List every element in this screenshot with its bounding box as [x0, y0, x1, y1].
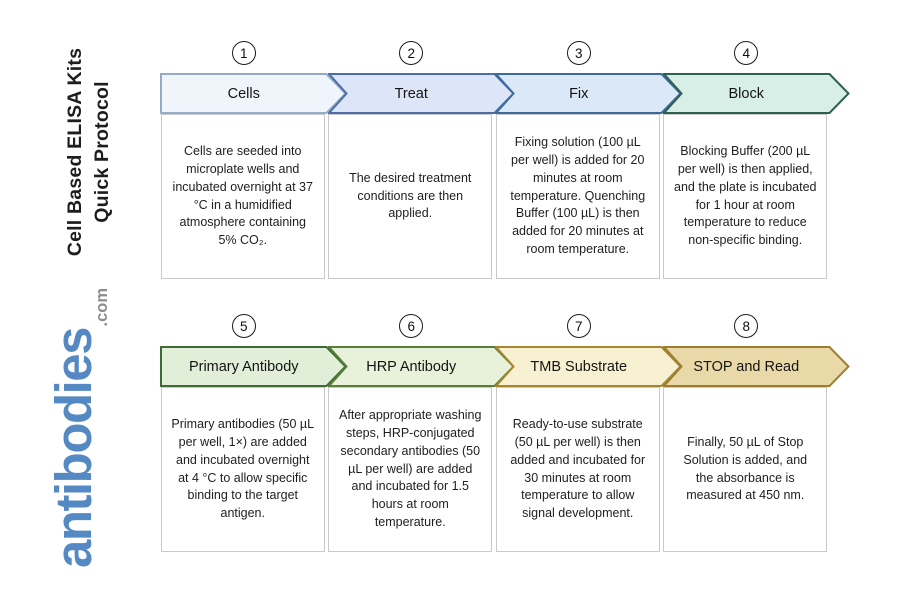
- step-arrow-shape: [495, 73, 682, 114]
- step-description: After appropriate washing steps, HRP-con…: [339, 408, 482, 529]
- step-number-badge: 2: [399, 41, 424, 65]
- step-description: The desired treatment conditions are the…: [349, 170, 472, 221]
- step-number: 4: [742, 45, 750, 61]
- page-title-line1: Cell Based ELISA Kits: [64, 47, 86, 257]
- page-title: Cell Based ELISA Kits Quick Protocol: [62, 32, 122, 272]
- step-arrow-shape: [160, 346, 347, 387]
- brand-logo-text: antibodies: [45, 327, 102, 568]
- step-arrow-shape: [662, 73, 850, 114]
- step-number-badge: 1: [231, 41, 256, 65]
- step-number-badge: 4: [734, 41, 759, 65]
- step-arrow-shape: [327, 346, 515, 387]
- step-2-treat: 2 Treat The desired treatment conditions…: [327, 41, 515, 281]
- step-4-block: 4 Block Blocking Buffer (200 µL per well…: [662, 41, 850, 281]
- step-description-box: Ready-to-use substrate (50 µL per well) …: [495, 387, 660, 552]
- step-description: Finally, 50 µL of Stop Solution is added…: [683, 435, 808, 503]
- step-description-box: Fixing solution (100 µL per well) is add…: [495, 114, 660, 279]
- arrow-polygon: [327, 346, 515, 387]
- step-arrow-shape: [160, 73, 347, 114]
- arrow-polygon: [662, 73, 850, 114]
- arrow-polygon: [495, 73, 682, 114]
- step-6-hrp-antibody: 6 HRP Antibody After appropriate washing…: [327, 314, 515, 554]
- step-number: 1: [239, 45, 248, 61]
- step-description: Primary antibodies (50 µL per well, 1×) …: [171, 417, 315, 520]
- step-number: 8: [742, 318, 750, 334]
- step-description-box: After appropriate washing steps, HRP-con…: [328, 387, 493, 552]
- step-arrow-shape: [662, 346, 850, 387]
- step-description: Cells are seeded into microplate wells a…: [172, 144, 313, 247]
- step-description-box: The desired treatment conditions are the…: [328, 114, 493, 279]
- step-number-badge: 3: [566, 41, 591, 65]
- step-number-badge: 5: [231, 314, 256, 338]
- arrow-polygon: [495, 346, 682, 387]
- step-description: Fixing solution (100 µL per well) is add…: [510, 135, 646, 256]
- step-5-primary-antibody: 5 Primary Antibody Primary antibodies (5…: [160, 314, 347, 554]
- step-number-badge: 7: [566, 314, 591, 338]
- page-title-line2: Quick Protocol: [91, 81, 114, 223]
- step-number: 3: [574, 45, 583, 61]
- step-8-stop-and-read: 8 STOP and Read Finally, 50 µL of Stop S…: [662, 314, 850, 554]
- protocol-row-2: 5 Primary Antibody Primary antibodies (5…: [160, 314, 866, 554]
- arrow-polygon: [160, 346, 347, 387]
- step-description-box: Finally, 50 µL of Stop Solution is added…: [663, 387, 828, 552]
- step-number: 2: [407, 45, 415, 61]
- protocol-row-1: 1 Cells Cells are seeded into microplate…: [160, 41, 866, 281]
- arrow-polygon: [160, 73, 347, 114]
- step-1-cells: 1 Cells Cells are seeded into microplate…: [160, 41, 347, 281]
- step-description-box: Blocking Buffer (200 µL per well) is the…: [663, 114, 828, 279]
- step-number: 6: [407, 318, 415, 334]
- step-arrow-shape: [327, 73, 515, 114]
- step-number: 7: [574, 318, 583, 334]
- step-number: 5: [239, 318, 248, 334]
- step-7-tmb-substrate: 7 TMB Substrate Ready-to-use substrate (…: [495, 314, 682, 554]
- step-description: Blocking Buffer (200 µL per well) is the…: [674, 144, 817, 247]
- step-description-box: Primary antibodies (50 µL per well, 1×) …: [160, 387, 325, 552]
- brand-logo: antibodies .com: [45, 278, 120, 568]
- step-description: Ready-to-use substrate (50 µL per well) …: [510, 417, 646, 520]
- step-3-fix: 3 Fix Fixing solution (100 µL per well) …: [495, 41, 682, 281]
- step-arrow-shape: [495, 346, 682, 387]
- arrow-polygon: [662, 346, 850, 387]
- step-number-badge: 8: [734, 314, 759, 338]
- arrow-polygon: [327, 73, 515, 114]
- step-number-badge: 6: [399, 314, 424, 338]
- step-description-box: Cells are seeded into microplate wells a…: [160, 114, 325, 279]
